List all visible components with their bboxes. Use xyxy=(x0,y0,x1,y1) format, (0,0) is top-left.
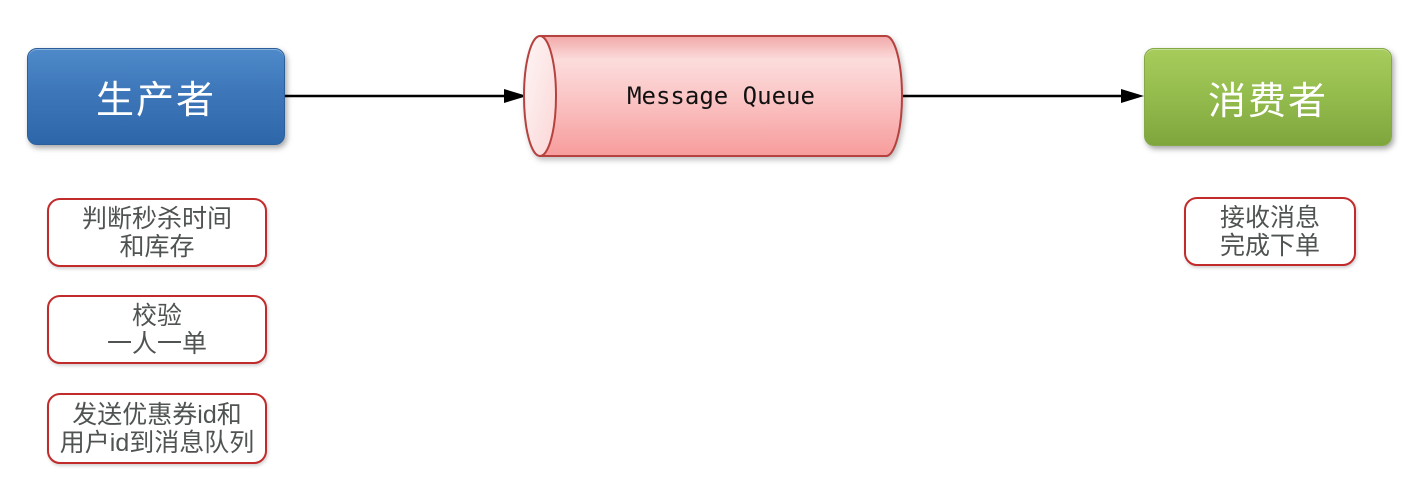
note-producer-verify-one-order: 校验 一人一单 xyxy=(47,295,267,364)
note-line: 完成下单 xyxy=(1219,231,1320,260)
queue-label-text: Message Queue xyxy=(627,82,815,110)
note-producer-check-time-stock: 判断秒杀时间 和库存 xyxy=(47,198,267,267)
note-consumer-receive-and-order: 接收消息 完成下单 xyxy=(1184,197,1356,266)
cylinder-left-cap xyxy=(523,35,557,157)
cylinder-body xyxy=(539,35,903,157)
note-line: 接收消息 xyxy=(1219,203,1320,232)
note-line: 用户id到消息队列 xyxy=(59,428,255,457)
queue-node-label: Message Queue xyxy=(556,36,886,156)
consumer-node[interactable]: 消费者 xyxy=(1144,48,1392,146)
note-line: 发送优惠券id和 xyxy=(72,400,242,429)
note-line: 和库存 xyxy=(119,232,195,261)
note-producer-send-ids-to-queue: 发送优惠券id和 用户id到消息队列 xyxy=(47,393,267,464)
producer-label: 生产者 xyxy=(95,80,216,122)
note-line: 校验 xyxy=(131,301,182,330)
arrow-queue-to-consumer xyxy=(902,89,1144,103)
message-queue-cylinder xyxy=(523,35,903,157)
producer-node[interactable]: 生产者 xyxy=(27,48,285,145)
arrow-producer-to-queue xyxy=(283,89,527,103)
note-line: 一人一单 xyxy=(106,329,207,358)
consumer-label: 消费者 xyxy=(1207,80,1328,123)
note-line: 判断秒杀时间 xyxy=(81,204,232,233)
